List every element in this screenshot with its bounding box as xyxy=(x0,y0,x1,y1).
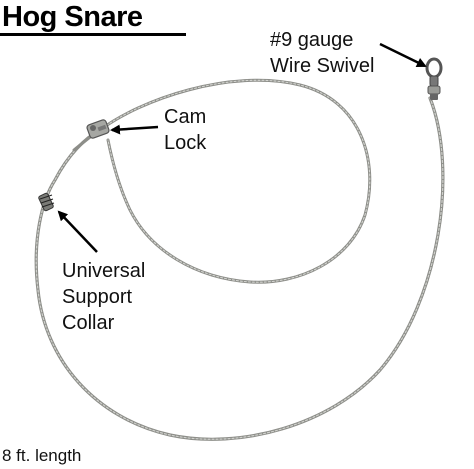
title-underline xyxy=(0,33,186,36)
length-note: 8 ft. length xyxy=(2,446,82,465)
cam-lock-label-line-2: Lock xyxy=(164,132,207,154)
support-collar xyxy=(38,192,55,212)
collar-label-line-1: Universal xyxy=(62,260,146,282)
collar-label-line-3: Collar xyxy=(62,312,115,334)
swivel-label-line-1: #9 gauge xyxy=(270,29,354,51)
collar-arrow xyxy=(57,210,98,253)
swivel-arrow xyxy=(379,42,427,68)
loop-cable xyxy=(98,78,372,284)
cam-lock-arrow xyxy=(110,124,159,135)
swivel-label-line-2: Wire Swivel xyxy=(270,55,375,77)
collar-label-line-2: Support xyxy=(62,286,133,308)
wire-swivel xyxy=(425,57,443,100)
page-title: Hog Snare xyxy=(2,1,143,33)
cam-lock-label-line-1: Cam xyxy=(164,106,207,128)
cam-lock xyxy=(86,119,110,139)
